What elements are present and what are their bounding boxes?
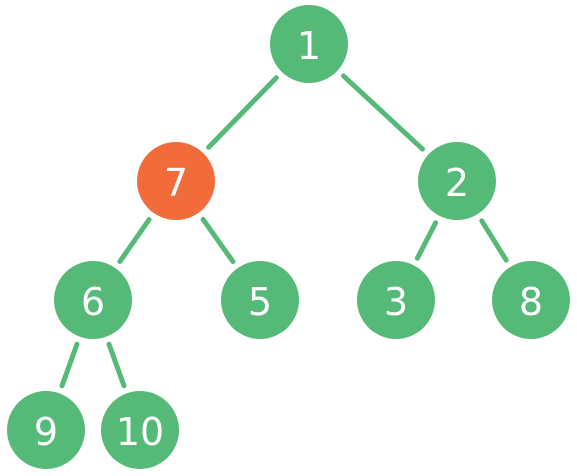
tree-edge	[206, 75, 279, 150]
tree-edge	[200, 216, 236, 265]
node-label: 3	[384, 280, 408, 324]
tree-edge	[414, 220, 439, 261]
node-circle	[7, 391, 85, 469]
tree-edge	[59, 341, 80, 389]
node-label: 5	[248, 280, 272, 324]
node-label: 10	[116, 410, 164, 454]
tree-edges	[59, 73, 509, 389]
node-circle	[101, 391, 179, 469]
tree-nodes: 1 7 2 6 5 3 8 9 10	[7, 5, 570, 469]
node-label: 2	[445, 161, 469, 205]
node-circle	[418, 142, 496, 220]
node-circle	[54, 261, 132, 339]
tree-node: 2	[418, 142, 496, 220]
tree-edge	[341, 73, 425, 152]
node-label: 8	[519, 280, 543, 324]
node-label: 7	[164, 161, 188, 205]
tree-edge	[117, 217, 152, 264]
highlighted-node-circle	[137, 142, 215, 220]
tree-node: 9	[7, 391, 85, 469]
tree-edge	[106, 341, 127, 389]
node-circle	[357, 261, 435, 339]
tree-node: 5	[221, 261, 299, 339]
tree-node: 8	[492, 261, 570, 339]
node-circle	[221, 261, 299, 339]
tree-node: 6	[54, 261, 132, 339]
tree-node: 1	[270, 5, 348, 83]
tree-node: 10	[101, 391, 179, 469]
node-circle	[492, 261, 570, 339]
tree-node: 3	[357, 261, 435, 339]
node-circle	[270, 5, 348, 83]
tree-node: 7	[137, 142, 215, 220]
node-label: 9	[34, 410, 58, 454]
tree-edge	[479, 218, 509, 263]
node-label: 1	[297, 24, 321, 68]
node-label: 6	[81, 280, 105, 324]
